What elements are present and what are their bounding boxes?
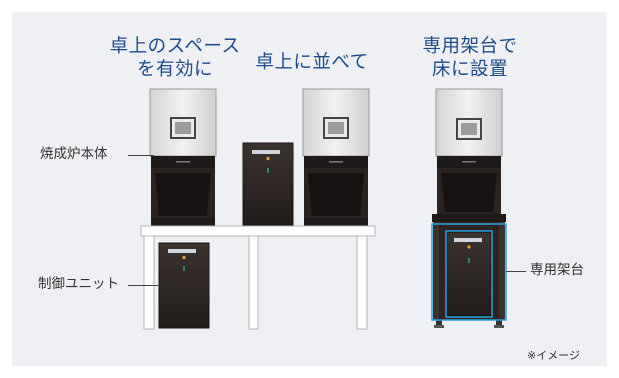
heading-floor-stand-line1: 専用架台で: [422, 36, 518, 57]
heading-side-by-side-line: 卓上に並べて: [255, 52, 369, 73]
leader-dedicated-stand: [506, 271, 526, 272]
label-dedicated-stand: 専用架台: [530, 262, 584, 278]
heading-floor-stand-line2: 床に設置: [431, 59, 508, 80]
control-unit-under-table: [158, 242, 210, 329]
image-note: ※イメージ: [527, 349, 580, 362]
heading-desktop-space-line1: 卓上のスペース: [109, 36, 241, 57]
leader-furnace-body: [128, 155, 154, 156]
table: [140, 225, 376, 330]
furnace-body-floor: [435, 88, 503, 214]
control-unit-in-stand: [446, 231, 492, 317]
label-furnace-body: 焼成炉本体: [40, 146, 108, 162]
stand-highlight: [431, 223, 507, 321]
heading-desktop-space: 卓上のスペース を有効に: [100, 35, 250, 81]
leader-control-unit: [128, 285, 161, 286]
label-control-unit: 制御ユニット: [38, 276, 119, 292]
heading-desktop-space-line2: を有効に: [136, 59, 213, 80]
heading-side-by-side: 卓上に並べて: [243, 51, 381, 74]
control-unit-middle: [242, 142, 294, 226]
furnace-body-left: [149, 88, 217, 226]
heading-floor-stand: 専用架台で 床に設置: [405, 35, 535, 81]
furnace-body-right: [302, 88, 370, 226]
